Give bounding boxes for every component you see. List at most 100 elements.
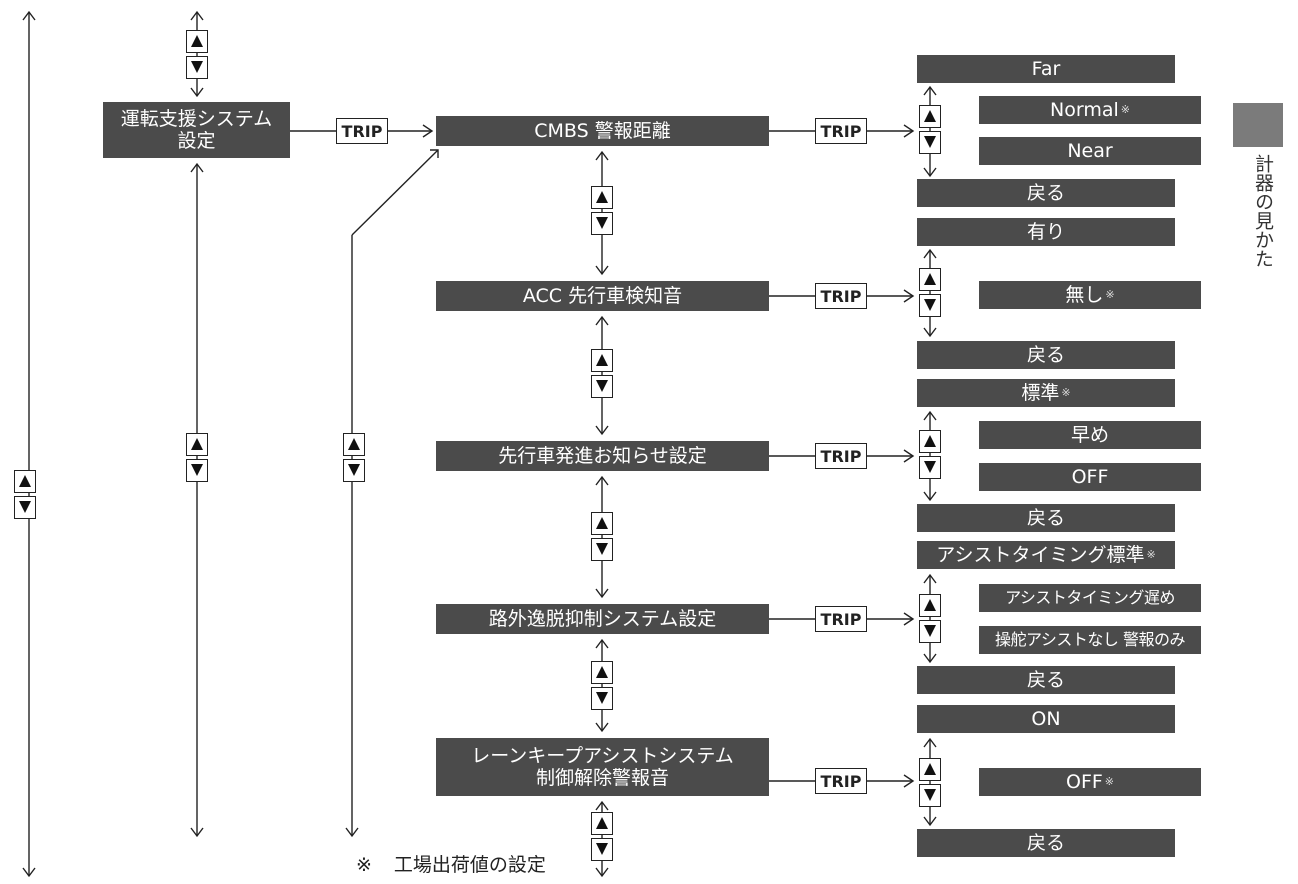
down-arrow-icon: [186, 56, 208, 79]
option-label: 戻る: [1026, 507, 1065, 529]
option-label: Far: [1031, 58, 1061, 80]
option-box: 早め: [979, 421, 1201, 449]
arrow-head: [903, 124, 915, 138]
arrow-head: [923, 816, 937, 827]
arrow-head: [595, 315, 609, 326]
arrow-head: [22, 867, 36, 878]
option-label: 有り: [1026, 221, 1065, 243]
down-arrow-icon: [591, 687, 613, 710]
arrow-head: [923, 491, 937, 502]
trip-button-icon: TRIP: [815, 443, 867, 469]
up-arrow-icon: [343, 433, 365, 456]
arrow-head: [595, 867, 609, 878]
up-down-keys: [14, 470, 36, 520]
arrow-head: [923, 737, 937, 748]
up-arrow-icon: [919, 758, 941, 781]
up-down-keys: [591, 186, 613, 236]
option-box: 戻る: [917, 666, 1175, 694]
footnote: ※ 工場出荷値の設定: [356, 850, 546, 877]
option-box: アシストタイミング標準※: [917, 541, 1175, 569]
arrow-head: [595, 588, 609, 599]
option-box: 有り: [917, 218, 1175, 246]
option-box: アシストタイミング遅め: [979, 584, 1201, 612]
option-label: アシストタイミング遅め: [1005, 588, 1175, 607]
option-box: OFF※: [979, 768, 1201, 796]
down-arrow-icon: [591, 212, 613, 235]
down-arrow-icon: [919, 784, 941, 807]
arrow-head: [923, 573, 937, 584]
arrow-head: [903, 612, 915, 626]
up-down-keys: [919, 430, 941, 480]
arrow-head: [595, 425, 609, 436]
up-down-keys: [591, 349, 613, 399]
option-box: 無し※: [979, 281, 1201, 309]
option-label: Near: [1067, 140, 1113, 162]
option-box: ON: [917, 705, 1175, 733]
arrow-head: [595, 265, 609, 276]
option-box: Near: [979, 137, 1201, 165]
up-down-keys: [919, 758, 941, 808]
option-label: 戻る: [1026, 832, 1065, 854]
option-label: 標準: [1021, 382, 1060, 404]
option-box: 戻る: [917, 179, 1175, 207]
up-down-keys: [591, 512, 613, 562]
up-down-keys: [186, 30, 208, 80]
default-mark: ※: [1105, 288, 1115, 301]
up-arrow-icon: [591, 186, 613, 209]
arrow-head: [595, 475, 609, 486]
option-box: 戻る: [917, 829, 1175, 857]
arrow-head: [190, 162, 204, 173]
default-mark: ※: [1146, 548, 1156, 561]
up-arrow-icon: [919, 594, 941, 617]
down-arrow-icon: [919, 294, 941, 317]
option-label: 戻る: [1026, 182, 1065, 204]
option-label: 早め: [1070, 424, 1109, 446]
down-arrow-icon: [14, 496, 36, 519]
arrow-head: [595, 800, 609, 811]
default-mark: ※: [1120, 103, 1130, 116]
up-arrow-icon: [14, 470, 36, 493]
up-down-keys: [919, 268, 941, 318]
footnote-text: 工場出荷値の設定: [393, 854, 546, 876]
arrow-head: [903, 449, 915, 463]
section-tab: [1233, 103, 1283, 147]
option-box: Far: [917, 55, 1175, 83]
arrow-head: [595, 150, 609, 161]
up-arrow-icon: [591, 349, 613, 372]
up-down-keys: [591, 661, 613, 711]
option-box: OFF: [979, 463, 1201, 491]
arrow-head: [903, 774, 915, 788]
menu-item-box: 路外逸脱抑制システム設定: [436, 604, 769, 634]
trip-button-icon: TRIP: [815, 606, 867, 632]
arrow-head: [923, 248, 937, 259]
option-label: 戻る: [1026, 669, 1065, 691]
down-arrow-icon: [186, 459, 208, 482]
arrow-head: [923, 653, 937, 664]
menu-item-box: 先行車発進お知らせ設定: [436, 441, 769, 471]
section-tab-label: 計器の見かた: [1252, 154, 1274, 268]
arrow-head: [923, 410, 937, 421]
arrow-head: [345, 827, 359, 838]
trip-button-icon: TRIP: [815, 118, 867, 144]
arrow-head: [22, 10, 36, 21]
arrow-head: [903, 289, 915, 303]
up-down-keys: [919, 594, 941, 644]
arrow-head: [190, 10, 204, 21]
down-arrow-icon: [343, 459, 365, 482]
arrow-head: [923, 85, 937, 96]
down-arrow-icon: [591, 838, 613, 861]
option-label: OFF: [1065, 771, 1103, 793]
up-down-keys: [919, 105, 941, 155]
menu-item-box: CMBS 警報距離: [436, 116, 769, 146]
arrow-head: [422, 124, 434, 138]
down-arrow-icon: [591, 375, 613, 398]
up-down-keys: [186, 433, 208, 483]
option-label: Normal: [1050, 99, 1119, 121]
trip-button-icon: TRIP: [815, 283, 867, 309]
arrow-head: [190, 827, 204, 838]
footnote-mark: ※: [356, 854, 372, 876]
up-arrow-icon: [919, 105, 941, 128]
up-arrow-icon: [919, 430, 941, 453]
option-label: ON: [1031, 708, 1061, 730]
up-down-keys: [591, 812, 613, 862]
